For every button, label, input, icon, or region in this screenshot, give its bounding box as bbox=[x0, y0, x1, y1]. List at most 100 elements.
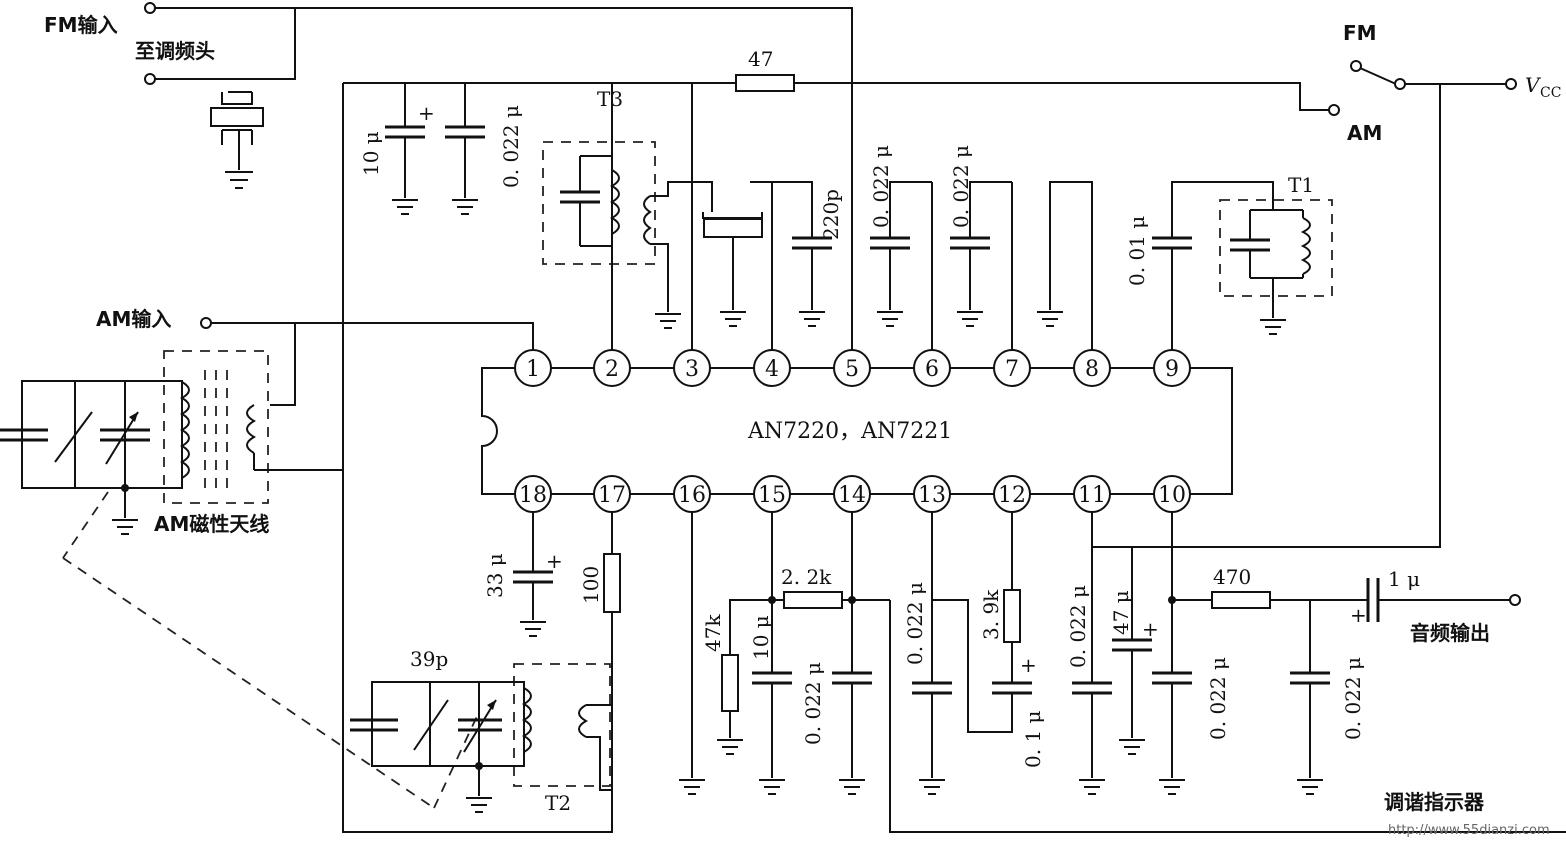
audio-output-label: 音频输出 bbox=[1410, 621, 1490, 645]
pin-label: 2 bbox=[605, 357, 619, 382]
cap-10u-label: 10 μ bbox=[359, 131, 383, 176]
resistor-100 bbox=[604, 554, 620, 612]
if-ceramic-filter: 220p bbox=[703, 182, 843, 350]
switch-fm-label: FM bbox=[1343, 21, 1377, 45]
cap-0022-top-label: 0. 022 μ bbox=[499, 105, 523, 188]
pin16-ground bbox=[679, 512, 705, 794]
pin-label: 6 bbox=[925, 357, 939, 382]
pin17-t2-section: 100 39p T2 bbox=[350, 512, 620, 832]
plus-sign: + bbox=[1142, 617, 1159, 641]
cap-220p-label: 220p bbox=[819, 189, 843, 240]
fm-ceramic-filter bbox=[211, 108, 263, 126]
resistor-47k bbox=[722, 655, 738, 711]
am-antenna-section: AM输入 AM磁性天线 bbox=[0, 307, 533, 808]
switch-common bbox=[1395, 79, 1405, 89]
fm-input-label: FM输入 bbox=[44, 13, 118, 37]
am-antenna-label: AM磁性天线 bbox=[154, 512, 269, 536]
fm-input-terminal-2 bbox=[145, 74, 155, 84]
pin-label: 12 bbox=[998, 483, 1026, 508]
pin-label: 17 bbox=[598, 483, 626, 508]
pin-label: 9 bbox=[1165, 357, 1179, 382]
pin-label: 16 bbox=[678, 483, 706, 508]
resistor-100-label: 100 bbox=[579, 566, 603, 604]
pin18-cap: + 33 μ bbox=[483, 512, 563, 636]
pin-label: 1 bbox=[526, 357, 540, 382]
fm-input-section: FM输入 至调频头 bbox=[44, 3, 852, 350]
cap-47u-label: 47 μ bbox=[1109, 590, 1133, 635]
cap-0022-p6-label: 0. 022 μ bbox=[949, 145, 973, 228]
pin-label: 5 bbox=[845, 357, 859, 382]
cap-001-label: 0. 01 μ bbox=[1125, 216, 1149, 286]
cap-01u-label: 0. 1 μ bbox=[1021, 710, 1045, 768]
pin-label: 8 bbox=[1085, 357, 1099, 382]
cap-0022-p14-label: 0. 022 μ bbox=[801, 662, 825, 745]
transformer-t3: T3 bbox=[543, 83, 712, 350]
variable-cap-arrow bbox=[55, 412, 92, 462]
am-input-terminal bbox=[201, 318, 211, 328]
cap-39p-label: 39p bbox=[410, 647, 448, 671]
resistor-2k2-label: 2. 2k bbox=[781, 565, 832, 589]
audio-output-terminal bbox=[1510, 595, 1520, 605]
resistor-47k-label: 47k bbox=[701, 614, 725, 652]
pin5-cap: 0. 022 μ bbox=[852, 145, 932, 350]
pin12-network: 3. 9k + 0. 1 μ bbox=[979, 512, 1045, 768]
vcc-label: V bbox=[1525, 73, 1542, 97]
fm-input-terminal-1 bbox=[145, 3, 155, 13]
plus-sign: + bbox=[418, 101, 435, 125]
cap-1u-label: 1 μ bbox=[1388, 567, 1420, 591]
pin-label: 18 bbox=[519, 483, 547, 508]
t3-label: T3 bbox=[597, 87, 623, 111]
vcc-rail: 47 FM AM V CC bbox=[343, 21, 1561, 832]
cap-0022-out-label: 0. 022 μ bbox=[1341, 657, 1365, 740]
pin11-pin10-network: 0. 022 μ + 47 μ 0. 022 μ 470 + 1 μ 音频输出 bbox=[1066, 512, 1550, 838]
cap-0022-p5-label: 0. 022 μ bbox=[869, 145, 893, 228]
switch-fm-contact bbox=[1351, 61, 1361, 71]
pin15-pin14-network: 47k 2. 2k 10 μ 0. 022 μ bbox=[701, 512, 1566, 832]
t3-secondary-coil bbox=[644, 196, 650, 244]
cap-0022-p13-label: 0. 022 μ bbox=[903, 582, 927, 665]
am-antenna-primary-coil bbox=[182, 382, 189, 478]
pin-label: 7 bbox=[1005, 357, 1019, 382]
pin8-ground bbox=[1037, 182, 1092, 350]
switch-blade bbox=[1360, 68, 1396, 84]
pin-label: 14 bbox=[838, 483, 866, 508]
resistor-47 bbox=[736, 75, 794, 91]
resistor-470-label: 470 bbox=[1213, 565, 1251, 589]
am-antenna-secondary-coil bbox=[247, 405, 254, 453]
am-input-label: AM输入 bbox=[96, 307, 171, 331]
transformer-t1: T1 0. 01 μ bbox=[1125, 173, 1332, 350]
ic-pins-top: 1 2 3 4 5 6 7 8 9 bbox=[515, 350, 1190, 386]
watermark: http://www.55dianzi.com bbox=[1388, 823, 1550, 838]
cap-33u-label: 33 μ bbox=[483, 553, 507, 598]
t1-label: T1 bbox=[1288, 173, 1314, 197]
resistor-47-label: 47 bbox=[748, 47, 773, 71]
switch-am-contact bbox=[1329, 105, 1339, 115]
resistor-3k9 bbox=[1004, 590, 1020, 642]
pin-label: 13 bbox=[918, 483, 946, 508]
cap-0022-p10-label: 0. 022 μ bbox=[1206, 657, 1230, 740]
fm-tuner-label: 至调频头 bbox=[135, 39, 215, 63]
resistor-2k2 bbox=[784, 592, 842, 608]
t2-label: T2 bbox=[545, 791, 571, 815]
vcc-terminal bbox=[1506, 79, 1516, 89]
ic-body: AN7220，AN7221 bbox=[482, 368, 1232, 494]
top-decoupling-caps: + 10 μ 0. 022 μ bbox=[359, 83, 523, 214]
plus-sign: + bbox=[546, 549, 563, 573]
ic-name: AN7220，AN7221 bbox=[747, 419, 952, 444]
pin-label: 11 bbox=[1078, 483, 1106, 508]
t3-primary-coil bbox=[612, 170, 619, 234]
switch-am-label: AM bbox=[1347, 121, 1382, 145]
resistor-470 bbox=[1212, 592, 1270, 608]
resistor-3k9-label: 3. 9k bbox=[979, 589, 1003, 640]
pin13-cap: 0. 022 μ bbox=[903, 512, 1012, 794]
ic-pins-bottom: 18 17 16 15 14 13 12 11 10 bbox=[515, 476, 1190, 512]
t2-primary-coil bbox=[524, 688, 531, 752]
plus-sign: + bbox=[1020, 653, 1037, 677]
pin-label: 15 bbox=[758, 483, 786, 508]
cap-0022-p11-label: 0. 022 μ bbox=[1066, 585, 1090, 668]
t1-coil bbox=[1303, 218, 1310, 274]
pin6-cap: 0. 022 μ bbox=[949, 145, 1012, 350]
cap-10u-b-label: 10 μ bbox=[749, 615, 773, 660]
vcc-sub-label: CC bbox=[1540, 85, 1561, 101]
